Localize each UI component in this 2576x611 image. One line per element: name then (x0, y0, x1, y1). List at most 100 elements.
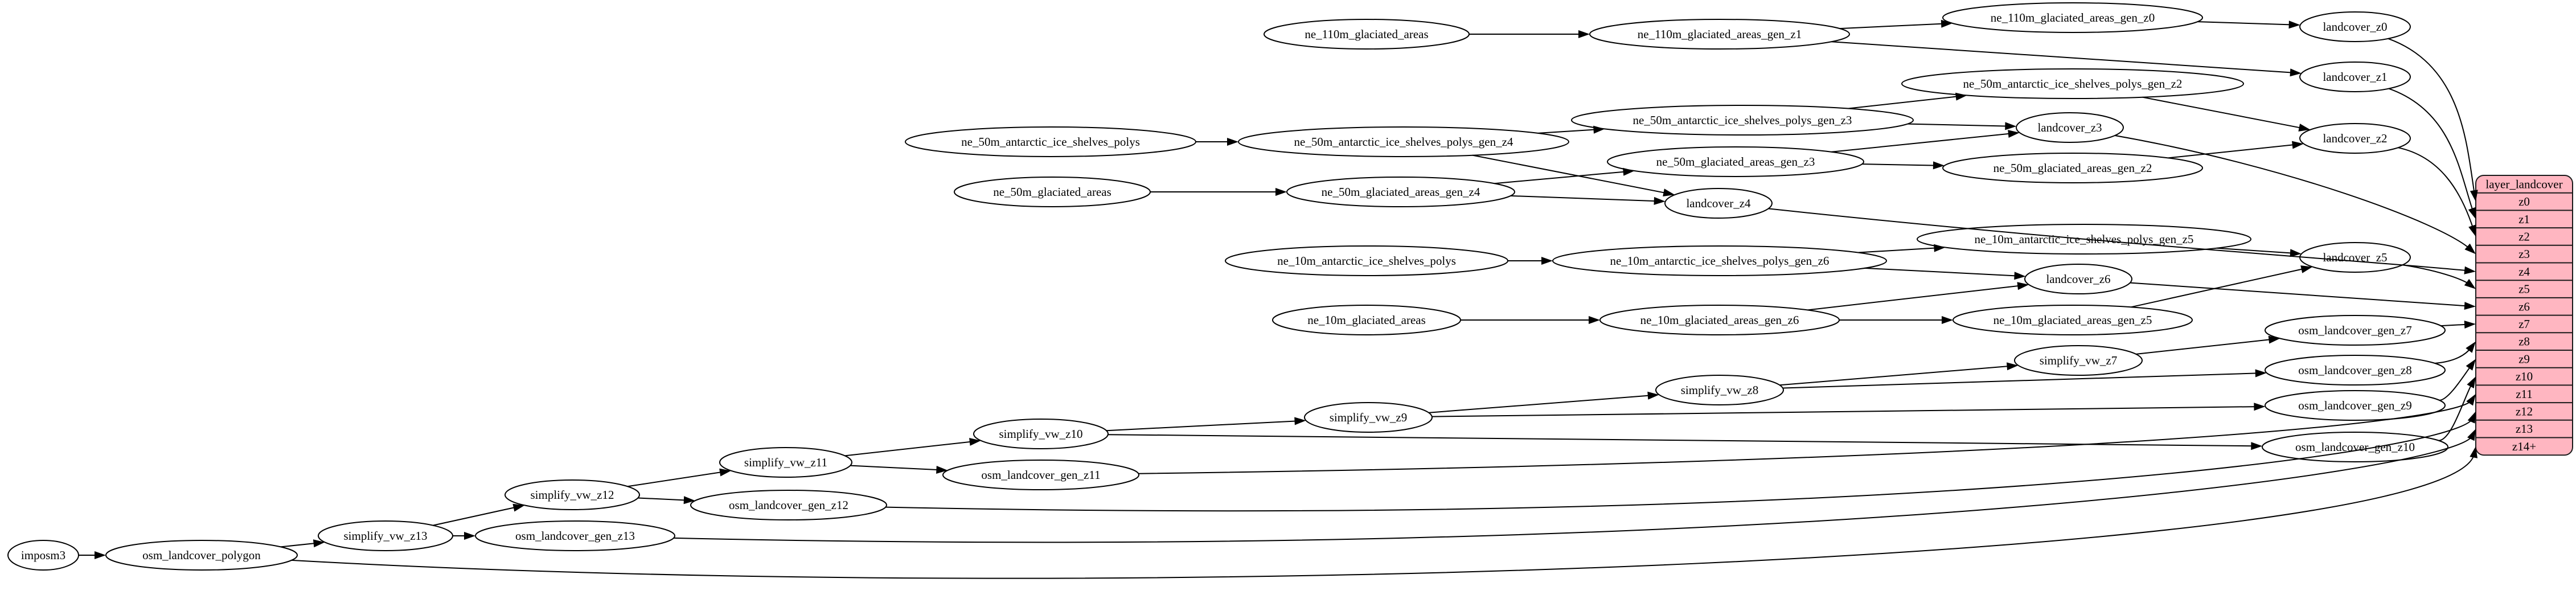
node-landcover_z0: landcover_z0 (2299, 11, 2411, 42)
edge-landcover_z4-to-layer-z4 (1768, 208, 2469, 272)
edge-osm_landcover_gen_z10-to-layer-z10 (2438, 383, 2473, 441)
node-landcover_z2: landcover_z2 (2299, 123, 2411, 154)
node-landcover_z3: landcover_z3 (2016, 112, 2124, 143)
edge-ne_50m_antarctic_ice_shelves_polys_gen_z2-to-landcover_z2 (2142, 96, 2303, 129)
edge-ne_10m_glaciated_areas_gen_z6-to-landcover_z6 (1807, 285, 2022, 311)
edge-ne_110m_glaciated_areas_gen_z1-to-ne_110m_glaciated_areas_gen_z0 (1839, 23, 1946, 30)
node-ne_50m_antarctic_ice_shelves_polys_gen_z2: ne_50m_antarctic_ice_shelves_polys_gen_z… (1901, 68, 2244, 99)
node-ne_10m_glaciated_areas_gen_z6: ne_10m_glaciated_areas_gen_z6 (1599, 305, 1840, 335)
node-shape-osm_landcover_gen_z12 (690, 490, 887, 520)
arrowhead-icon (1623, 167, 1635, 176)
node-ne_110m_glaciated_areas_gen_z1: ne_110m_glaciated_areas_gen_z1 (1589, 19, 1850, 50)
node-label-ne_110m_glaciated_areas_gen_z0: ne_110m_glaciated_areas_gen_z0 (1991, 11, 2155, 24)
node-label-simplify_vw_z12: simplify_vw_z12 (531, 488, 614, 502)
node-shape-landcover_z6 (2024, 264, 2132, 294)
table-row-z12: z12 (2516, 404, 2533, 418)
arrowhead-icon (313, 539, 325, 548)
edge-simplify_vw_z9-to-osm_landcover_gen_z9 (1431, 406, 2258, 417)
node-label-ne_50m_glaciated_areas: ne_50m_glaciated_areas (993, 185, 1111, 199)
table-row-z11: z11 (2516, 387, 2533, 401)
node-ne_50m_antarctic_ice_shelves_polys_gen_z4: ne_50m_antarctic_ice_shelves_polys_gen_z… (1238, 126, 1569, 157)
arrowhead-icon (936, 466, 948, 474)
node-label-simplify_vw_z13: simplify_vw_z13 (344, 529, 428, 543)
arrowhead-icon (2251, 442, 2263, 450)
node-shape-simplify_vw_z10 (973, 419, 1109, 449)
edge-simplify_vw_z9-to-simplify_vw_z8 (1429, 395, 1652, 413)
arrowhead-icon (2014, 272, 2026, 280)
arrowhead-icon (2468, 207, 2476, 219)
node-simplify_vw_z13: simplify_vw_z13 (318, 520, 453, 551)
node-imposm3: imposm3 (7, 540, 79, 571)
node-simplify_vw_z11: simplify_vw_z11 (719, 447, 852, 478)
edge-ne_50m_antarctic_ice_shelves_polys_gen_z4-to-landcover_z4 (1472, 154, 1668, 194)
table-row-z9: z9 (2518, 352, 2530, 366)
edge-simplify_vw_z10-to-osm_landcover_gen_z10 (1107, 434, 2255, 447)
node-shape-osm_landcover_gen_z9 (2265, 390, 2446, 421)
node-ne_50m_glaciated_areas: ne_50m_glaciated_areas (954, 177, 1151, 207)
node-label-osm_landcover_polygon: osm_landcover_polygon (142, 548, 261, 562)
node-label-landcover_z5: landcover_z5 (2323, 251, 2387, 264)
node-label-ne_50m_glaciated_areas_gen_z2: ne_50m_glaciated_areas_gen_z2 (1993, 161, 2152, 175)
node-ne_10m_glaciated_areas_gen_z5: ne_10m_glaciated_areas_gen_z5 (1952, 305, 2193, 335)
table-row-z5: z5 (2518, 282, 2530, 296)
table-row-z13: z13 (2516, 422, 2533, 436)
node-label-ne_10m_antarctic_ice_shelves_polys: ne_10m_antarctic_ice_shelves_polys (1277, 254, 1456, 268)
node-ne_110m_glaciated_areas: ne_110m_glaciated_areas (1264, 19, 1470, 50)
arrowhead-icon (95, 551, 106, 559)
node-shape-landcover_z0 (2299, 11, 2411, 42)
table-row-z10: z10 (2516, 370, 2533, 383)
node-label-osm_landcover_gen_z13: osm_landcover_gen_z13 (515, 529, 635, 543)
node-label-ne_50m_antarctic_ice_shelves_polys: ne_50m_antarctic_ice_shelves_polys (961, 135, 1140, 149)
edge-simplify_vw_z8-to-simplify_vw_z7 (1779, 365, 2011, 386)
node-shape-simplify_vw_z12 (504, 479, 640, 510)
node-osm_landcover_gen_z8: osm_landcover_gen_z8 (2265, 355, 2446, 386)
node-osm_landcover_gen_z12: osm_landcover_gen_z12 (690, 490, 887, 520)
node-label-osm_landcover_gen_z7: osm_landcover_gen_z7 (2298, 323, 2411, 337)
node-osm_landcover_gen_z9: osm_landcover_gen_z9 (2265, 390, 2446, 421)
node-osm_landcover_gen_z11: osm_landcover_gen_z11 (942, 460, 1139, 490)
arrowhead-icon (2268, 335, 2280, 344)
node-osm_landcover_gen_z10: osm_landcover_gen_z10 (2262, 432, 2448, 462)
edge-ne_50m_glaciated_areas_gen_z2-to-landcover_z2 (2168, 143, 2296, 159)
node-osm_landcover_gen_z13: osm_landcover_gen_z13 (475, 520, 675, 551)
node-shape-osm_landcover_gen_z10 (2262, 432, 2448, 462)
arrowhead-icon (1941, 19, 1953, 28)
node-ne_50m_glaciated_areas_gen_z3: ne_50m_glaciated_areas_gen_z3 (1607, 146, 1864, 177)
node-label-ne_10m_antarctic_ice_shelves_polys_gen_z6: ne_10m_antarctic_ice_shelves_polys_gen_z… (1610, 254, 1830, 268)
arrowhead-icon (2300, 265, 2313, 273)
arrowhead-icon (1647, 391, 1659, 400)
node-simplify_vw_z10: simplify_vw_z10 (973, 419, 1109, 449)
node-label-simplify_vw_z9: simplify_vw_z9 (1330, 411, 1408, 424)
node-landcover_z5: landcover_z5 (2299, 242, 2411, 273)
node-label-ne_50m_glaciated_areas_gen_z3: ne_50m_glaciated_areas_gen_z3 (1656, 155, 1815, 169)
node-landcover_z1: landcover_z1 (2299, 61, 2411, 92)
node-shape-ne_50m_antarctic_ice_shelves_polys_gen_z2 (1901, 68, 2244, 99)
edge-landcover_z1-to-layer-z1 (2388, 88, 2474, 212)
node-label-simplify_vw_z7: simplify_vw_z7 (2040, 354, 2118, 367)
arrowhead-icon (2464, 266, 2476, 274)
node-simplify_vw_z8: simplify_vw_z8 (1655, 375, 1784, 405)
arrowhead-icon (2464, 243, 2476, 255)
node-label-ne_50m_antarctic_ice_shelves_polys_gen_z2: ne_50m_antarctic_ice_shelves_polys_gen_z… (1963, 77, 2183, 91)
table-row-z7: z7 (2518, 317, 2530, 331)
node-label-osm_landcover_gen_z10: osm_landcover_gen_z10 (2295, 440, 2415, 454)
arrowhead-icon (464, 532, 475, 540)
node-shape-simplify_vw_z8 (1655, 375, 1784, 405)
node-label-ne_10m_glaciated_areas_gen_z5: ne_10m_glaciated_areas_gen_z5 (1993, 313, 2152, 327)
node-label-landcover_z6: landcover_z6 (2046, 272, 2110, 286)
arrowhead-icon (1275, 188, 1287, 196)
node-osm_landcover_gen_z7: osm_landcover_gen_z7 (2265, 315, 2446, 346)
node-simplify_vw_z7: simplify_vw_z7 (2014, 345, 2143, 376)
table-row-z8: z8 (2518, 335, 2530, 348)
arrowhead-icon (2298, 124, 2311, 132)
edge-simplify_vw_z7-to-osm_landcover_gen_z7 (2136, 338, 2273, 355)
node-shape-simplify_vw_z7 (2014, 345, 2143, 376)
arrowhead-icon (1227, 138, 1238, 146)
arrowhead-icon (2008, 130, 2020, 138)
table-row-z6: z6 (2518, 300, 2530, 313)
arrowhead-icon (1942, 316, 1953, 324)
node-ne_50m_glaciated_areas_gen_z4: ne_50m_glaciated_areas_gen_z4 (1286, 177, 1515, 207)
arrowhead-icon (2464, 321, 2476, 329)
edge-ne_50m_glaciated_areas_gen_z3-to-ne_50m_glaciated_areas_gen_z2 (1862, 163, 1938, 166)
